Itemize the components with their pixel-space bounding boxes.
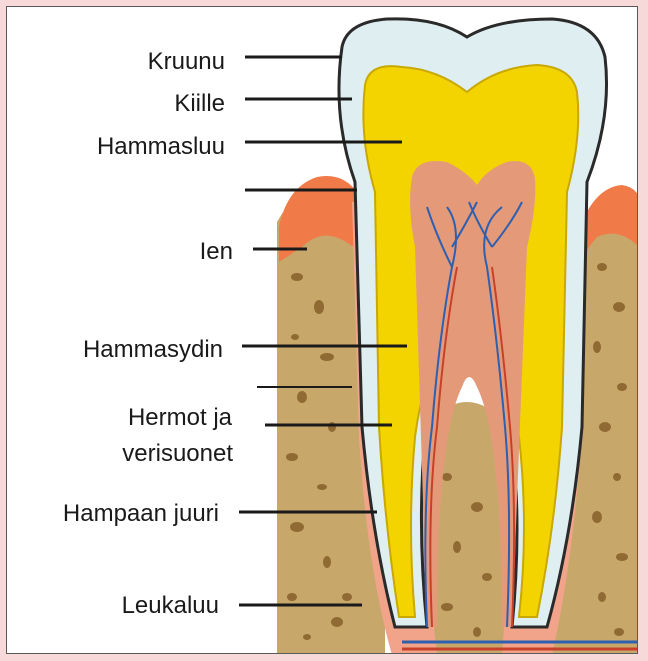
label-hampaan-juuri: Hampaan juuri — [63, 501, 219, 527]
label-kiille: Kiille — [174, 91, 225, 117]
label-ien: Ien — [200, 239, 233, 265]
diagram-frame: Kruunu Kiille Hammasluu Ien Hammasydin H… — [6, 6, 638, 654]
tooth-anatomy-diagram — [7, 7, 638, 654]
label-leukaluu: Leukaluu — [122, 593, 219, 619]
label-hermot-line1: Hermot ja — [128, 405, 232, 431]
label-hammasydin: Hammasydin — [83, 337, 223, 363]
label-kruunu: Kruunu — [148, 49, 225, 75]
label-hermot-line2: verisuonet — [122, 441, 233, 467]
label-hammasluu: Hammasluu — [97, 134, 225, 160]
